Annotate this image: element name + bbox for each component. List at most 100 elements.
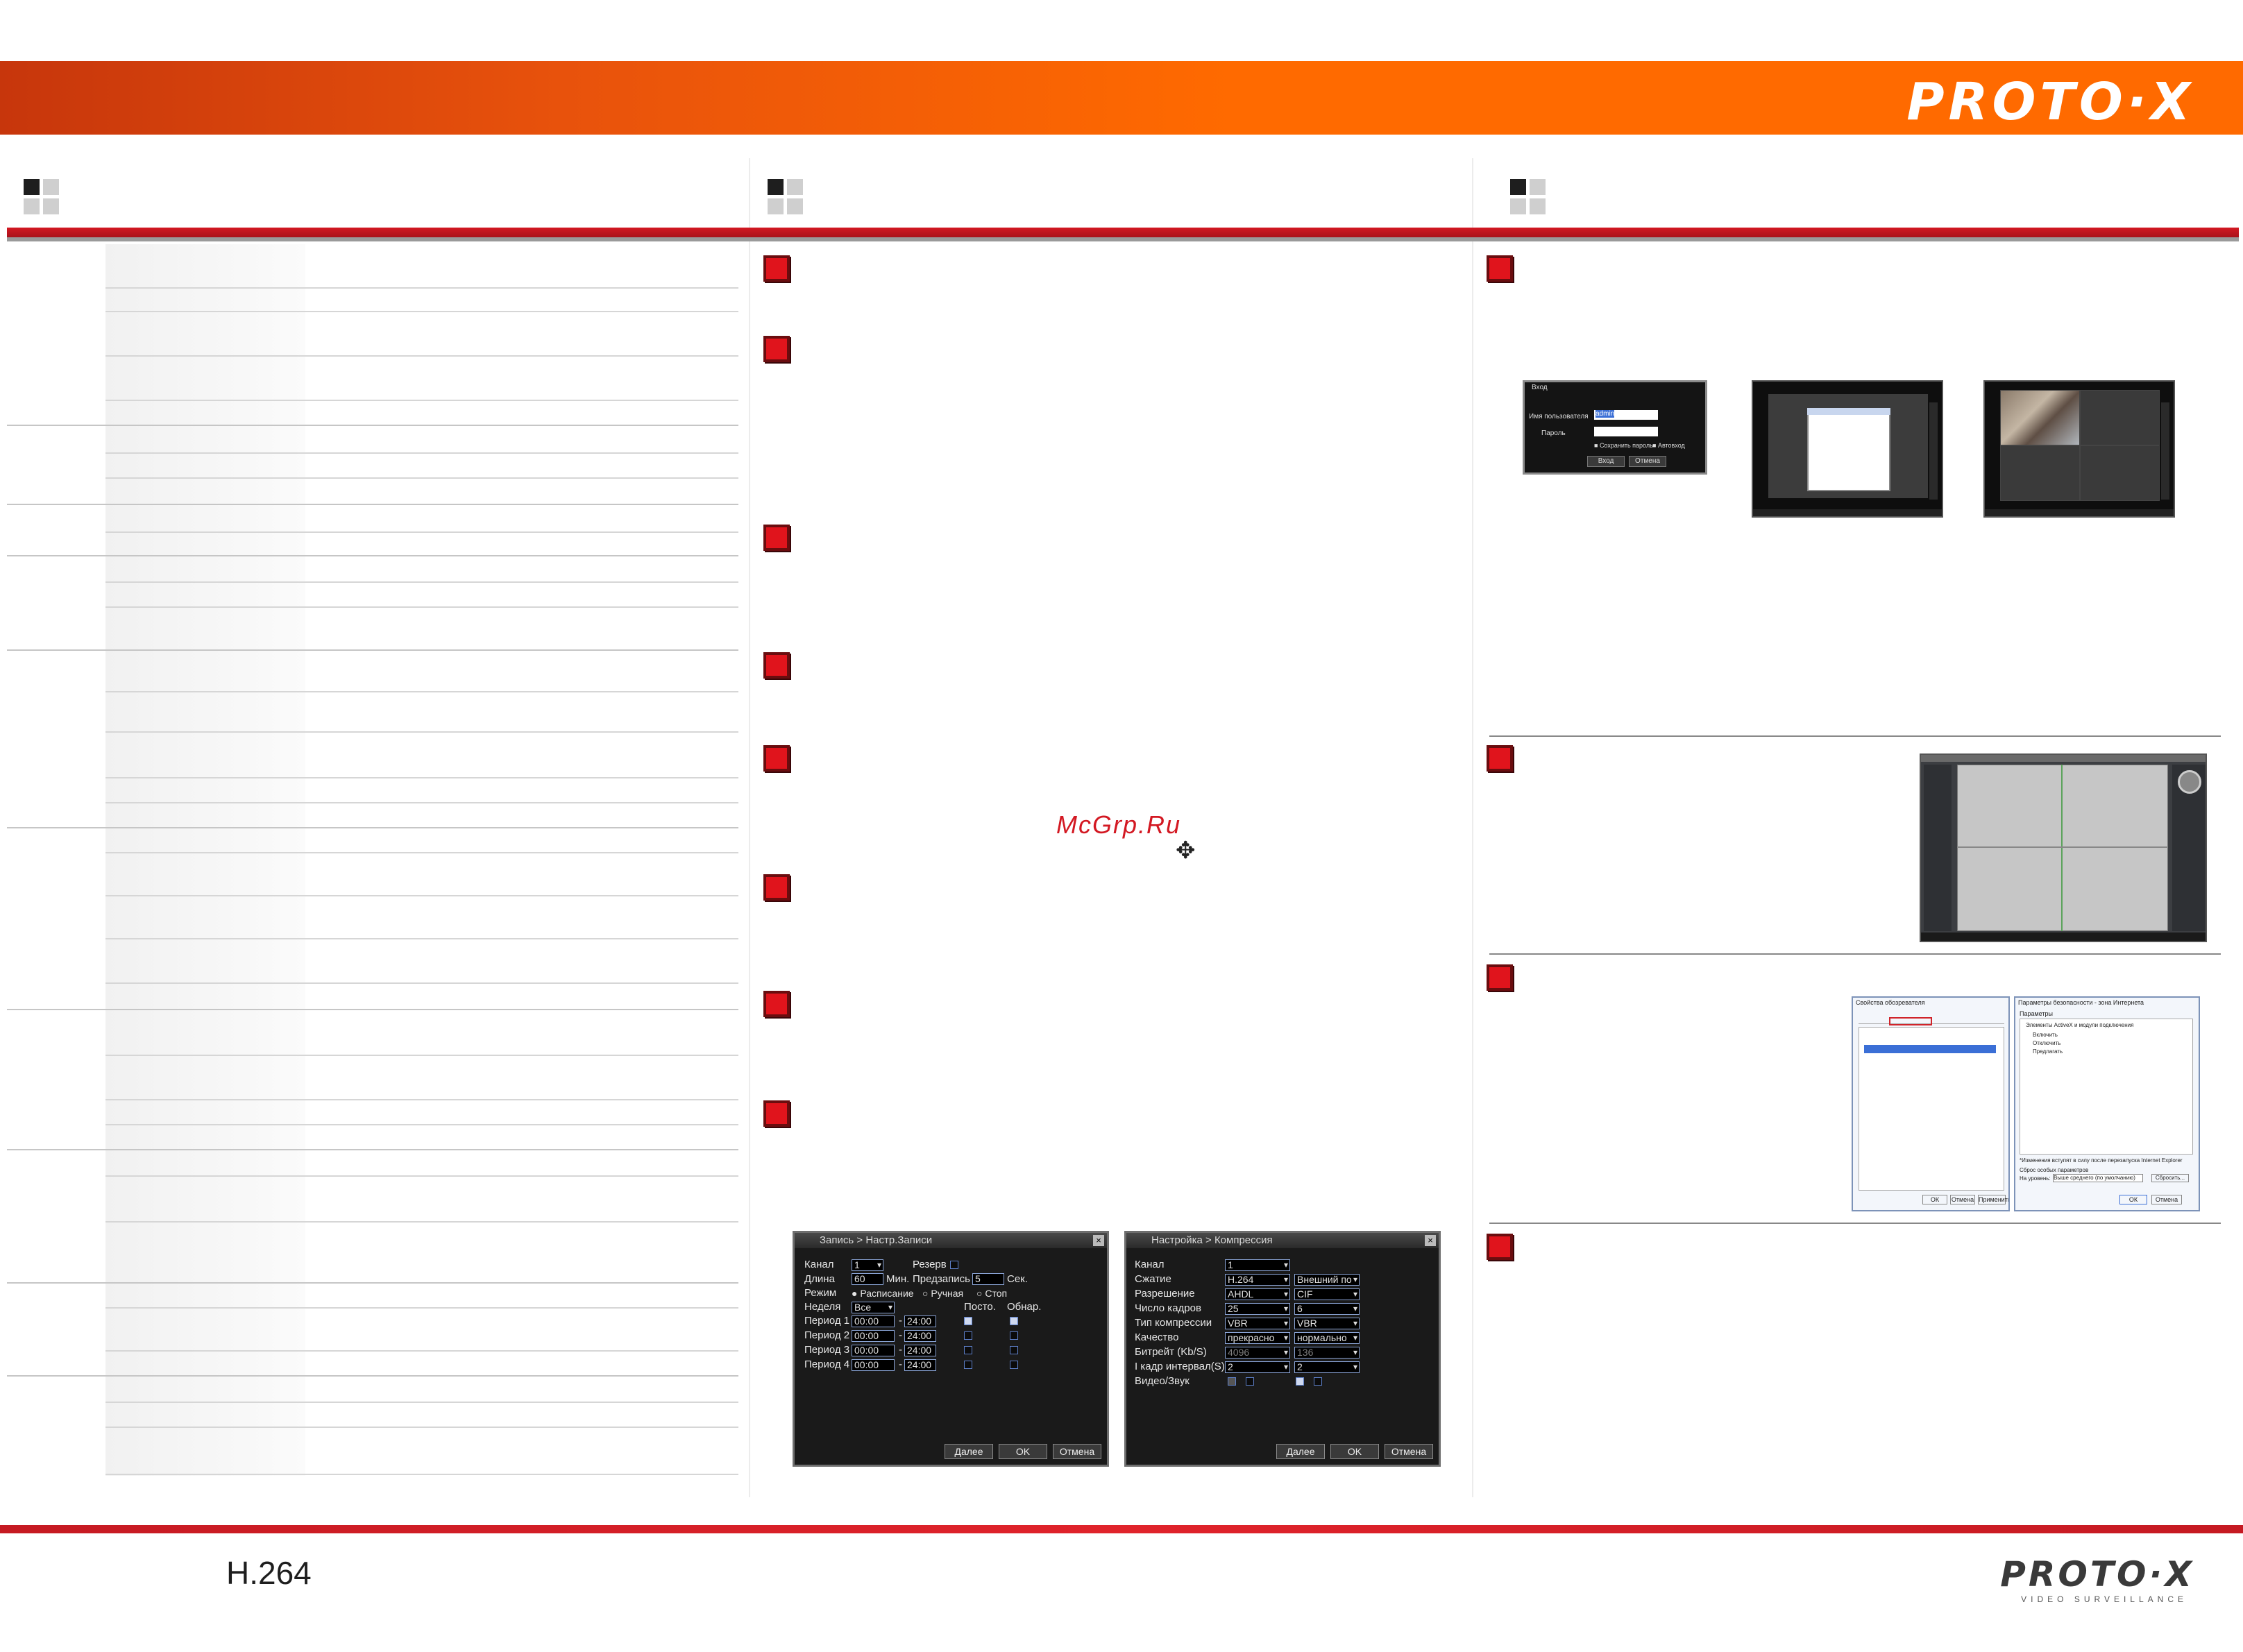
mode-label: Режим (804, 1287, 837, 1299)
length-unit: Мин. (886, 1273, 910, 1285)
move-cursor-icon: ✥ (1176, 837, 1196, 864)
step-bullet (1487, 745, 1513, 772)
next-button[interactable]: Далее (945, 1444, 993, 1459)
close-icon[interactable]: × (1425, 1235, 1436, 1246)
password-field[interactable] (1594, 427, 1658, 436)
restart-note: *Изменения вступят в силу после перезапу… (2020, 1157, 2183, 1164)
settings-section-label: Параметры (2020, 1010, 2053, 1017)
constant-column-label: Посто. (964, 1301, 996, 1313)
step-bullet (763, 745, 790, 772)
section-separator (1489, 735, 2221, 737)
prerecord-unit: Сек. (1007, 1273, 1028, 1285)
constant-checkbox[interactable] (964, 1361, 972, 1369)
step-bullet (1487, 255, 1513, 282)
extra-audio-checkbox[interactable] (1314, 1377, 1322, 1386)
length-input[interactable]: 60 (852, 1273, 883, 1285)
extra-video-checkbox[interactable] (1296, 1377, 1304, 1386)
login-button[interactable]: Вход (1587, 456, 1625, 467)
detect-checkbox[interactable] (1010, 1361, 1018, 1369)
channel-select[interactable]: 1 (852, 1259, 883, 1271)
password-label: Пароль (1541, 429, 1566, 437)
security-tab-highlight[interactable] (1889, 1017, 1932, 1025)
compression-settings-dialog: Настройка > Компрессия × Канал 1 Сжатие … (1124, 1231, 1441, 1467)
step-bullet (763, 874, 790, 901)
step-bullet (1487, 964, 1513, 991)
header-band (0, 61, 2243, 135)
client-main-window (1920, 753, 2207, 942)
cancel-button[interactable]: Отмена (1385, 1444, 1433, 1459)
dialog-title: Настройка > Компрессия (1126, 1233, 1439, 1248)
cancel-button[interactable]: Отмена (1053, 1444, 1101, 1459)
section-separator (1489, 953, 2221, 955)
detect-checkbox[interactable] (1010, 1317, 1018, 1325)
detect-checkbox[interactable] (1010, 1346, 1018, 1354)
security-settings-window: Параметры безопасности - зона Интернета … (2014, 996, 2200, 1211)
record-settings-dialog: Запись > Настр.Записи × Канал 1 Резерв Д… (793, 1231, 1109, 1467)
dialog-title: Вход (1532, 384, 1548, 391)
detect-checkbox[interactable] (1010, 1331, 1018, 1340)
mode-stop-radio[interactable]: ○ Стоп (976, 1288, 1008, 1299)
reset-button[interactable]: Сбросить... (2151, 1174, 2189, 1182)
week-label: Неделя (804, 1301, 841, 1313)
reset-label: Сброс особых параметров (2020, 1167, 2089, 1173)
step-bullet (1487, 1234, 1513, 1260)
reserve-checkbox[interactable] (950, 1261, 958, 1269)
auto-login-checkbox[interactable]: ■ Автовход (1652, 442, 1685, 449)
length-label: Длина (804, 1273, 835, 1285)
watermark: McGrp.Ru (1056, 810, 1182, 839)
ie-ok-button[interactable]: ОК (1922, 1195, 1947, 1204)
column-divider (1472, 158, 1473, 1497)
window-title: Свойства обозревателя (1856, 999, 1925, 1006)
audio-checkbox[interactable] (1246, 1377, 1254, 1386)
username-label: Имя пользователя (1529, 413, 1589, 420)
login-dialog: Вход Имя пользователя admin Пароль ■ Сох… (1523, 380, 1707, 475)
ie-apply-button[interactable]: Применить (1978, 1195, 2010, 1204)
constant-checkbox[interactable] (964, 1317, 972, 1325)
footer-codec: H.264 (226, 1555, 312, 1591)
security-cancel-button[interactable]: Отмена (2151, 1195, 2182, 1204)
column-divider (749, 158, 750, 1497)
window-title: Параметры безопасности - зона Интернета (2018, 999, 2144, 1006)
step-bullet (763, 336, 790, 362)
close-icon[interactable]: × (1093, 1235, 1104, 1246)
constant-checkbox[interactable] (964, 1346, 972, 1354)
step-bullet (763, 991, 790, 1017)
mode-schedule-radio[interactable]: ● Расписание (852, 1288, 914, 1299)
reset-level-select[interactable]: Выше среднего (по умолчанию) (2053, 1174, 2143, 1182)
video-audio-label: Видео/Звук (1135, 1375, 1190, 1387)
step-bullet (763, 1100, 790, 1127)
next-button[interactable]: Далее (1276, 1444, 1325, 1459)
spec-table-label-column (105, 244, 305, 1476)
internet-options-window: Свойства обозревателя ОК Отмена Применит… (1852, 996, 2010, 1211)
client-screenshot-dialog (1752, 380, 1943, 518)
step-bullet (763, 525, 790, 551)
constant-checkbox[interactable] (964, 1331, 972, 1340)
step-bullet (763, 652, 790, 679)
footer-tagline: VIDEO SURVEILLANCE (2021, 1594, 2187, 1604)
dialog-title: Запись > Настр.Записи (795, 1233, 1107, 1248)
client-screenshot-live (1983, 380, 2175, 518)
reset-level-label: На уровень: (2020, 1175, 2051, 1182)
mode-manual-radio[interactable]: ○ Ручная (922, 1288, 964, 1299)
ie-cancel-button[interactable]: Отмена (1950, 1195, 1975, 1204)
username-field[interactable]: admin (1594, 410, 1658, 420)
reserve-label: Резерв (913, 1259, 947, 1270)
week-select[interactable]: Все (852, 1302, 895, 1313)
save-password-checkbox[interactable]: ■ Сохранить пароль (1594, 442, 1653, 449)
prerecord-input[interactable]: 5 (972, 1273, 1004, 1285)
section-icon (1510, 179, 1548, 216)
login-cancel-button[interactable]: Отмена (1629, 456, 1666, 467)
ok-button[interactable]: OK (1330, 1444, 1379, 1459)
footer-band (0, 1525, 2243, 1533)
prerecord-label: Предзапись (913, 1273, 970, 1285)
step-bullet (763, 255, 790, 282)
section-header-underline (7, 237, 2239, 241)
ok-button[interactable]: OK (999, 1444, 1047, 1459)
video-checkbox[interactable] (1228, 1377, 1236, 1386)
security-ok-button[interactable]: ОК (2119, 1195, 2147, 1204)
footer-logo: PROTO·X (2000, 1554, 2194, 1594)
detect-column-label: Обнар. (1007, 1301, 1042, 1313)
brand-logo: PROTO·X (1906, 72, 2194, 132)
section-separator (1489, 1223, 2221, 1224)
